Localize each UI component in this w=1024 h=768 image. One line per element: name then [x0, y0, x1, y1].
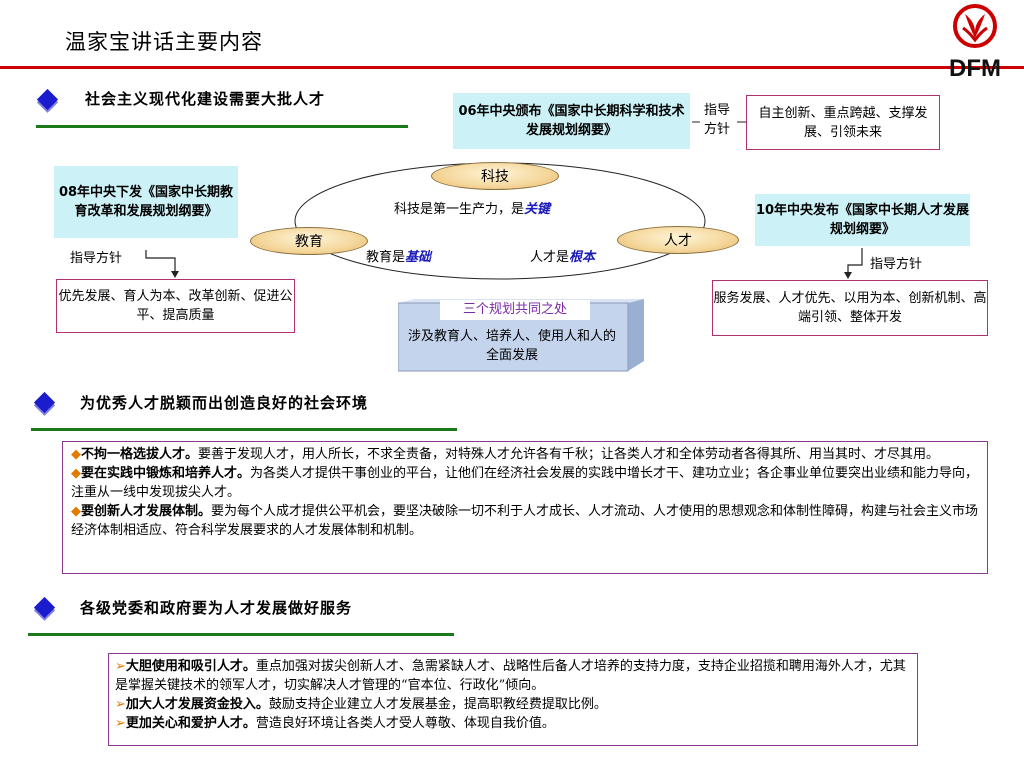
section3-item: ➢大胆使用和吸引人才。重点加强对拔尖创新人才、急需紧缺人才、战略性后备人才培养的…: [115, 659, 906, 693]
section2-item: ◆要创新人才发展体制。要为每个人成才提供公平机会，要坚决破除一切不利于人才成长、…: [71, 504, 979, 538]
guide-top-label: 指导方针: [703, 103, 730, 137]
section3-item: ➢更加关心和爱护人才。营造良好环境让各类人才受人尊敬、体现自我价值。: [115, 716, 555, 731]
section3-underline: [28, 633, 454, 636]
box-2006-principle: 自主创新、重点跨越、支撑发展、引领未来: [746, 95, 940, 150]
common-points-title: 三个规划共同之处: [440, 300, 590, 320]
box-2008-principle: 优先发展、育人为本、改革创新、促进公平、提高质量: [56, 279, 295, 333]
section3-item: ➢加大人才发展资金投入。鼓励支持企业建立人才发展基金，提高职教经费提取比例。: [115, 697, 607, 712]
section2-underline: [31, 428, 457, 431]
section3-content-box: ➢大胆使用和吸引人才。重点加强对拔尖创新人才、急需紧缺人才、战略性后备人才培养的…: [108, 653, 918, 746]
box-2008-plan: 08年中央下发《国家中长期教育改革和发展规划纲要》: [54, 166, 238, 238]
bullet-diamond-icon: ◆: [71, 504, 81, 519]
common-points-body: 涉及教育人、培养人、使用人和人的全面发展: [407, 329, 616, 363]
section3-heading: 各级党委和政府要为人才发展做好服务: [80, 599, 353, 617]
box-2010-principle: 服务发展、人才优先、以用为本、创新机制、高端引领、整体开发: [712, 280, 988, 336]
dfm-logo: DFM: [935, 2, 1015, 82]
oval-education: 教育: [250, 227, 368, 255]
section1-underline: [36, 125, 408, 128]
tech-statement: 科技是第一生产力，是关键: [394, 202, 551, 217]
section1-heading: 社会主义现代化建设需要大批人才: [85, 90, 326, 108]
section3-bullet-icon: [33, 596, 56, 619]
page-title: 温家宝讲话主要内容: [65, 30, 263, 54]
section2-content-box: ◆不拘一格选拔人才。要善于发现人才，用人所长，不求全责备，对特殊人才允许各有千秋…: [62, 441, 988, 574]
bullet-arrow-icon: ➢: [115, 659, 126, 674]
svg-text:DFM: DFM: [949, 55, 1001, 80]
header-divider: [0, 66, 1024, 69]
oval-talent: 人才: [617, 226, 739, 254]
box-2006-plan: 06年中央颁布《国家中长期科学和技术发展规划纲要》: [453, 93, 690, 149]
section2-item: ◆不拘一格选拔人才。要善于发现人才，用人所长，不求全责备，对特殊人才允许各有千秋…: [71, 447, 940, 462]
box-2010-plan: 10年中央发布《国家中长期人才发展规划纲要》: [755, 194, 970, 246]
talent-statement: 人才是根本: [530, 250, 596, 265]
guide-right-label: 指导方针: [870, 257, 923, 272]
common-points-box: 三个规划共同之处 涉及教育人、培养人、使用人和人的全面发展: [398, 299, 646, 375]
section2-item: ◆要在实践中锻炼和培养人才。为各类人才提供干事创业的平台，让他们在经济社会发展的…: [71, 466, 979, 500]
edu-statement: 教育是基础: [366, 250, 432, 265]
bullet-arrow-icon: ➢: [115, 716, 126, 731]
bullet-arrow-icon: ➢: [115, 697, 126, 712]
bullet-diamond-icon: ◆: [71, 466, 81, 481]
section2-heading: 为优秀人才脱颖而出创造良好的社会环境: [80, 394, 369, 412]
oval-technology: 科技: [431, 162, 559, 190]
guide-left-label: 指导方针: [70, 251, 123, 266]
bullet-diamond-icon: ◆: [71, 447, 81, 462]
